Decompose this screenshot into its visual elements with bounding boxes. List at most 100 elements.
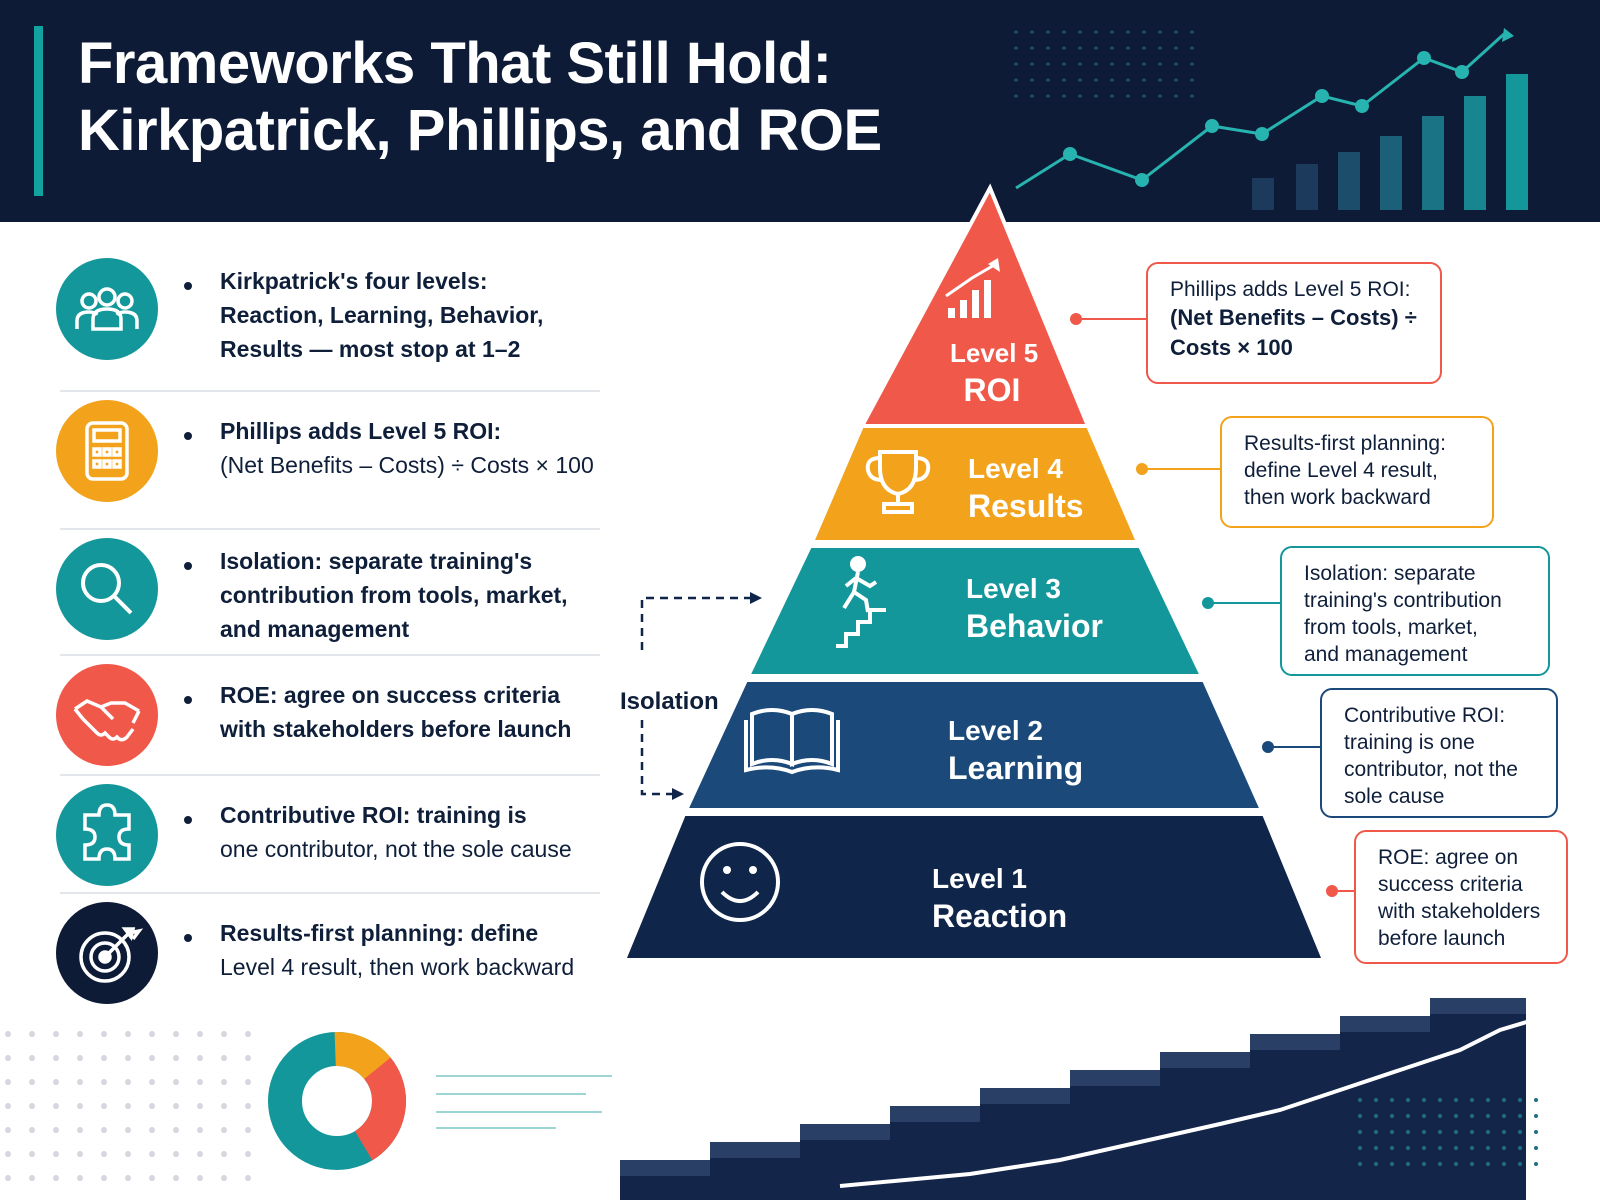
connector-dot — [1326, 885, 1338, 897]
connector-line — [1144, 468, 1220, 470]
list-item-line: (Net Benefits – Costs) ÷ Costs × 100 — [220, 452, 594, 478]
bullet — [184, 934, 192, 942]
tier-label-level-1: Level 1 Reaction — [932, 862, 1067, 936]
trophy-icon — [865, 450, 931, 514]
connector-line — [1210, 602, 1280, 604]
bullet — [184, 816, 192, 824]
callout-line: training is one — [1344, 731, 1475, 754]
list-item-text: Kirkpatrick's four levels: Reaction, Lea… — [220, 264, 640, 366]
divider — [60, 892, 600, 894]
lines-decoration — [436, 1075, 612, 1129]
people-icon — [56, 258, 158, 360]
callout-line: before launch — [1378, 927, 1506, 950]
header-banner: Frameworks That Still Hold: Kirkpatrick,… — [0, 0, 1600, 222]
list-item-line: Isolation: separate training's — [220, 548, 533, 574]
list-item-text: Contributive ROI: training is one contri… — [220, 798, 660, 866]
callout-line: training's contribution — [1304, 589, 1502, 612]
title-line-1: Frameworks That Still Hold: — [78, 31, 832, 96]
isolation-arrows — [640, 596, 750, 796]
isolation-label: Isolation — [620, 688, 719, 715]
callout-line: (Net Benefits – Costs) ÷ — [1170, 305, 1417, 330]
callout-level-4: Results-first planning: define Level 4 r… — [1136, 416, 1494, 528]
list-item-line: ROE: agree on success criteria — [220, 682, 561, 708]
tier-level: Level 3 — [966, 573, 1061, 604]
tier-label-level-2: Level 2 Learning — [948, 714, 1083, 788]
list-item-text: Isolation: separate training's contribut… — [220, 544, 640, 646]
bullet — [184, 562, 192, 570]
kirkpatrick-phillips-pyramid — [621, 183, 1327, 962]
connector-line — [1270, 746, 1320, 748]
list-item-line: with stakeholders before launch — [220, 716, 572, 742]
divider — [60, 390, 600, 392]
list-item-line: Reaction, Learning, Behavior, — [220, 302, 544, 328]
connector-dot — [1070, 313, 1082, 325]
open-book-icon — [744, 708, 840, 775]
pyramid-tier-level-3 — [744, 544, 1206, 678]
callout-line: from tools, market, — [1304, 616, 1478, 639]
tier-level: Level 5 — [950, 338, 1039, 368]
growth-chart-icon — [945, 258, 1000, 318]
tier-name: Behavior — [966, 608, 1103, 644]
page-title: Frameworks That Still Hold: Kirkpatrick,… — [78, 30, 882, 165]
callout-line: and management — [1304, 643, 1468, 666]
callout-line: then work backward — [1244, 486, 1431, 509]
bullet — [184, 696, 192, 704]
callout-level-2: Contributive ROI: training is one contri… — [1262, 688, 1558, 818]
list-item-line: Level 4 result, then work backward — [220, 954, 575, 980]
dot-grid-decoration — [5, 1031, 251, 1181]
callout-level-1: ROE: agree on success criteria with stak… — [1326, 830, 1568, 964]
tier-label-level-4: Level 4 Results — [968, 452, 1084, 526]
callout-level-5: Phillips adds Level 5 ROI: (Net Benefits… — [1070, 262, 1442, 384]
handshake-icon — [56, 664, 158, 766]
tier-level: Level 2 — [948, 715, 1043, 746]
list-item-line: one contributor, not the sole cause — [220, 836, 572, 862]
callout-line: contributor, not the — [1344, 758, 1518, 781]
list-item-text: ROE: agree on success criteria with stak… — [220, 678, 640, 746]
magnifier-icon — [56, 538, 158, 640]
list-item-line: Results — most stop at 1–2 — [220, 336, 521, 362]
callout-line: with stakeholders — [1378, 900, 1541, 923]
staircase-decoration — [620, 998, 1552, 1200]
target-icon — [56, 902, 158, 1004]
list-item-line: Kirkpatrick's four levels: — [220, 268, 488, 294]
title-line-2: Kirkpatrick, Phillips, and ROE — [78, 98, 882, 164]
growth-chart-decoration — [1014, 28, 1528, 210]
connector-dot — [1262, 741, 1274, 753]
callout-line: sole cause — [1344, 785, 1445, 808]
connector-dot — [1202, 597, 1214, 609]
donut-chart-decoration — [268, 1032, 406, 1170]
callout-line: Results-first planning: — [1244, 432, 1446, 455]
climbing-stairs-icon — [836, 556, 886, 648]
list-item-text: Results-first planning: define Level 4 r… — [220, 916, 660, 984]
calculator-icon — [56, 400, 158, 502]
list-item-line: Contributive ROI: training is — [220, 802, 527, 828]
pyramid-tier-level-1 — [621, 812, 1327, 962]
tier-level: Level 4 — [968, 453, 1063, 484]
list-item-text: Phillips adds Level 5 ROI: (Net Benefits… — [220, 414, 660, 482]
header-accent-bar — [34, 26, 43, 196]
callout-line: success criteria — [1378, 873, 1523, 896]
tier-label-level-3: Level 3 Behavior — [966, 572, 1103, 646]
list-item-line: and management — [220, 616, 410, 642]
tier-label-level-5: Level 5 ROI — [950, 336, 1039, 410]
callout-line: Contributive ROI: — [1344, 704, 1506, 727]
tier-name: Learning — [948, 750, 1084, 786]
bullet — [184, 432, 192, 440]
bullet — [184, 282, 192, 290]
puzzle-icon — [56, 784, 158, 886]
callout-line: Isolation: separate — [1304, 562, 1476, 585]
connector-dot — [1136, 463, 1148, 475]
callout-level-3: Isolation: separate training's contribut… — [1202, 546, 1550, 676]
smiley-icon — [700, 842, 780, 922]
divider — [60, 528, 600, 530]
callout-line: Costs × 100 — [1170, 335, 1293, 360]
divider — [60, 654, 600, 656]
callout-line: Phillips adds Level 5 ROI: — [1170, 278, 1411, 301]
connector-line — [1334, 890, 1354, 892]
callout-line: define Level 4 result, — [1244, 459, 1438, 482]
tier-level: Level 1 — [932, 863, 1027, 894]
list-item-line: Results-first planning: define — [220, 920, 539, 946]
tier-name: Reaction — [932, 898, 1068, 934]
tier-name: Results — [968, 488, 1084, 524]
list-item-line: Phillips adds Level 5 ROI: — [220, 418, 502, 444]
